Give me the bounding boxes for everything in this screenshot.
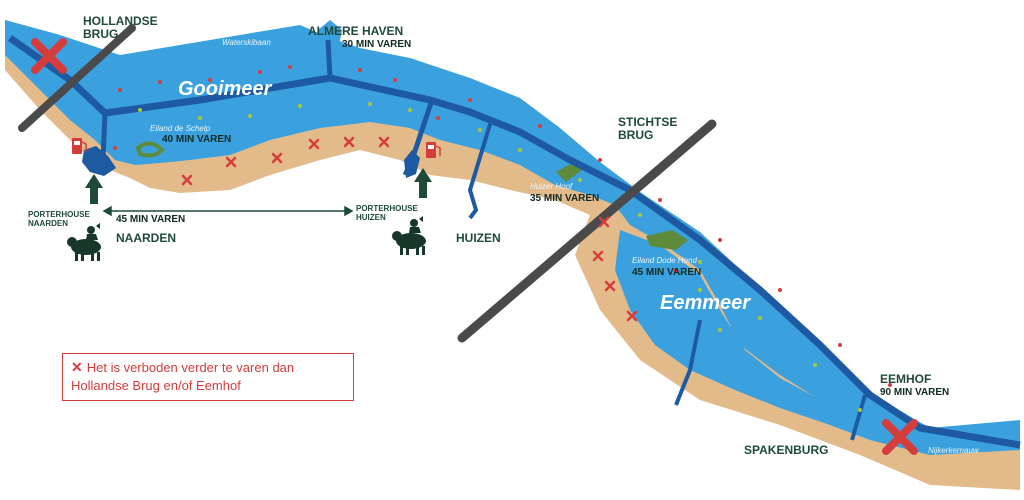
rooster-icon-naarden xyxy=(86,223,100,240)
time-eemhof: 90 MIN VAREN xyxy=(880,387,950,398)
time-naarden-huizen: 45 MIN VAREN xyxy=(116,214,186,225)
lake-label-eemmeer: Eemmeer xyxy=(660,292,751,314)
place-almere-haven: ALMERE HAVEN xyxy=(308,24,404,38)
feature-eiland-dode-hond: Eiland Dode Hond xyxy=(632,256,697,265)
rooster-icon-huizen xyxy=(409,216,423,233)
feature-waterskibaan: Waterskibaan xyxy=(222,38,271,47)
stichtse-brug-bridge xyxy=(457,119,717,343)
place-eemhof: EEMHOF xyxy=(880,372,932,386)
main-channel xyxy=(7,35,1021,449)
channel-naarden xyxy=(100,112,108,161)
up-arrow-icon-naarden xyxy=(85,174,103,204)
place-spakenburg: SPAKENBURG xyxy=(744,443,829,457)
channel-huizen-2 xyxy=(467,117,494,220)
place-stichtse-brug: STICHTSE BRUG xyxy=(618,115,678,143)
hollandse-brug-bridge xyxy=(18,24,136,132)
almere-haven-inlet xyxy=(318,20,342,50)
place-hollandse-brug: HOLLANDSE BRUG xyxy=(83,14,158,42)
eemmeer-basin xyxy=(615,230,870,440)
eiland-dode-hond xyxy=(646,230,688,250)
fuel-pump-icon-naarden xyxy=(72,138,87,154)
eiland-huizer-hoof xyxy=(556,162,582,182)
lake-water xyxy=(5,20,1020,455)
naarden-harbour xyxy=(82,146,116,176)
cow-icon-naarden xyxy=(67,237,101,261)
channel-huizen xyxy=(402,99,435,177)
place-porterhouse-huizen: PORTERHOUSE HUIZEN xyxy=(356,204,418,223)
place-porterhouse-naarden: PORTERHOUSE NAARDEN xyxy=(28,210,90,229)
buoys xyxy=(113,65,892,412)
boundary-cross-icon-hollandse xyxy=(31,38,67,74)
feature-nijkerkernauw: Nijkerkernauw xyxy=(928,446,979,455)
time-eiland-de-schelp: 40 MIN VAREN xyxy=(162,134,232,145)
time-eiland-dode-hond: 45 MIN VAREN xyxy=(632,267,702,278)
eiland-de-schelp xyxy=(135,141,165,158)
up-arrow-icon-huizen xyxy=(414,168,432,198)
time-almere-haven: 30 MIN VAREN xyxy=(342,39,412,50)
lake-label-gooimeer: Gooimeer xyxy=(178,78,272,100)
double-arrow-icon xyxy=(102,205,354,217)
channel-almere xyxy=(325,39,333,79)
legend-text: Het is verboden verder te varen dan Holl… xyxy=(71,360,295,393)
channel-spakenburg-1 xyxy=(674,319,702,406)
fuel-pump-icon-huizen xyxy=(426,142,441,158)
feature-huizer-hoof: Huizer Hoof xyxy=(530,182,573,191)
boundary-cross-icon-eemhof xyxy=(882,419,918,455)
feature-eiland-de-schelp: Eiland de Schelp xyxy=(150,124,211,133)
time-huizer-hoof: 35 MIN VAREN xyxy=(530,193,600,204)
place-naarden: NAARDEN xyxy=(116,231,176,245)
cow-icon-huizen xyxy=(392,231,426,255)
prohibited-crosses xyxy=(181,136,638,322)
channel-spakenburg-2 xyxy=(850,394,867,441)
place-huizen: HUIZEN xyxy=(456,231,501,245)
cross-icon: ✕ xyxy=(71,359,83,375)
legend-box: ✕Het is verboden verder te varen dan Hol… xyxy=(62,353,354,401)
